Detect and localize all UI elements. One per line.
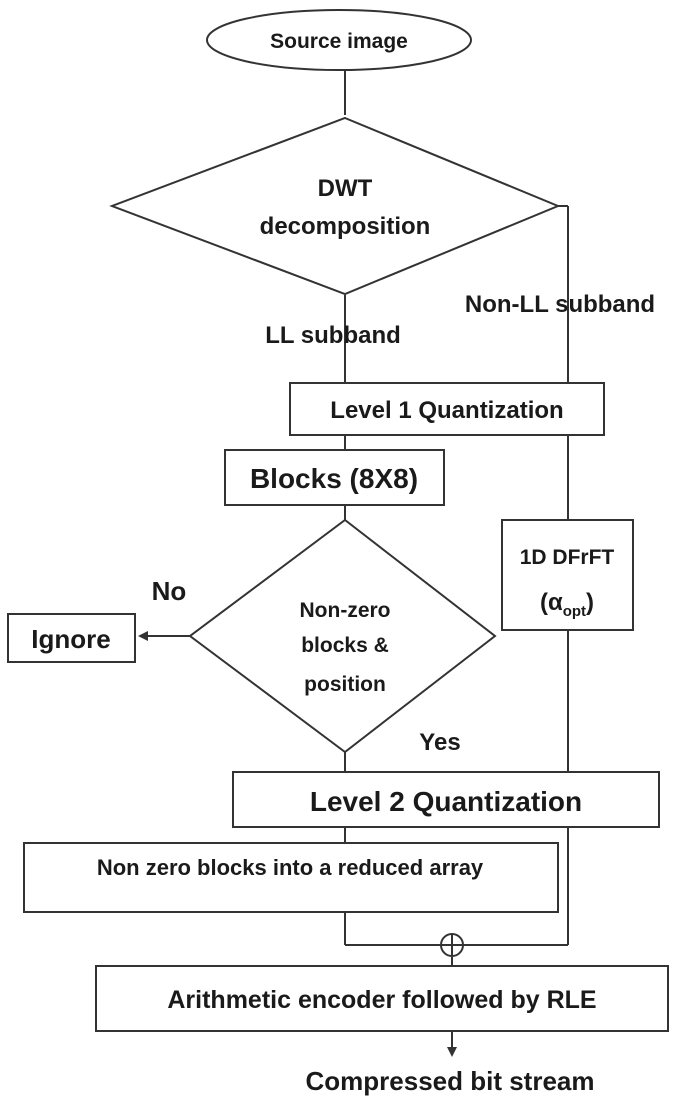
dfrft-alpha: α: [548, 589, 563, 616]
dfrft-label-line2: (αopt): [540, 589, 594, 620]
dfrft-node: 1D DFrFT (αopt): [501, 519, 634, 631]
level1-quantization-node: Level 1 Quantization: [289, 382, 605, 436]
nonzero-decision-node: Non-zero blocks & position: [188, 518, 497, 754]
summation-junction: [440, 933, 464, 957]
arithmetic-encoder-node: Arithmetic encoder followed by RLE: [95, 965, 669, 1032]
ll-subband-label: LL subband: [265, 322, 401, 349]
arithmetic-encoder-label: Arithmetic encoder followed by RLE: [167, 986, 596, 1014]
reduced-array-node: Non zero blocks into a reduced array: [23, 842, 559, 913]
nonzero-label-line3: position: [304, 673, 386, 696]
non-ll-subband-label: Non-LL subband: [465, 291, 655, 318]
dwt-label-line1: DWT: [318, 175, 373, 202]
level2-quantization-node: Level 2 Quantization: [232, 771, 660, 828]
nonzero-label-line2: blocks &: [301, 634, 389, 657]
no-label: No: [152, 576, 187, 606]
source-image-node: Source image: [206, 9, 472, 71]
dfrft-alpha-subscript: opt: [563, 603, 586, 620]
dwt-decomposition-node: DWT decomposition: [109, 116, 561, 296]
dfrft-label-line1: 1D DFrFT: [520, 546, 615, 569]
dwt-label-line2: decomposition: [260, 213, 431, 240]
ignore-node: Ignore: [7, 613, 136, 663]
blocks-label: Blocks (8X8): [250, 463, 418, 494]
nonzero-label-line1: Non-zero: [300, 599, 391, 622]
blocks-node: Blocks (8X8): [224, 449, 445, 506]
yes-label: Yes: [419, 729, 460, 756]
level2-quantization-label: Level 2 Quantization: [310, 786, 582, 817]
source-image-label: Source image: [270, 30, 408, 53]
reduced-array-label: Non zero blocks into a reduced array: [97, 855, 484, 880]
level1-quantization-label: Level 1 Quantization: [330, 397, 563, 424]
ignore-label: Ignore: [31, 624, 110, 654]
compressed-bit-stream-label: Compressed bit stream: [306, 1066, 595, 1096]
dfrft-open-paren: (: [540, 589, 548, 616]
dfrft-close-paren: ): [586, 589, 594, 616]
